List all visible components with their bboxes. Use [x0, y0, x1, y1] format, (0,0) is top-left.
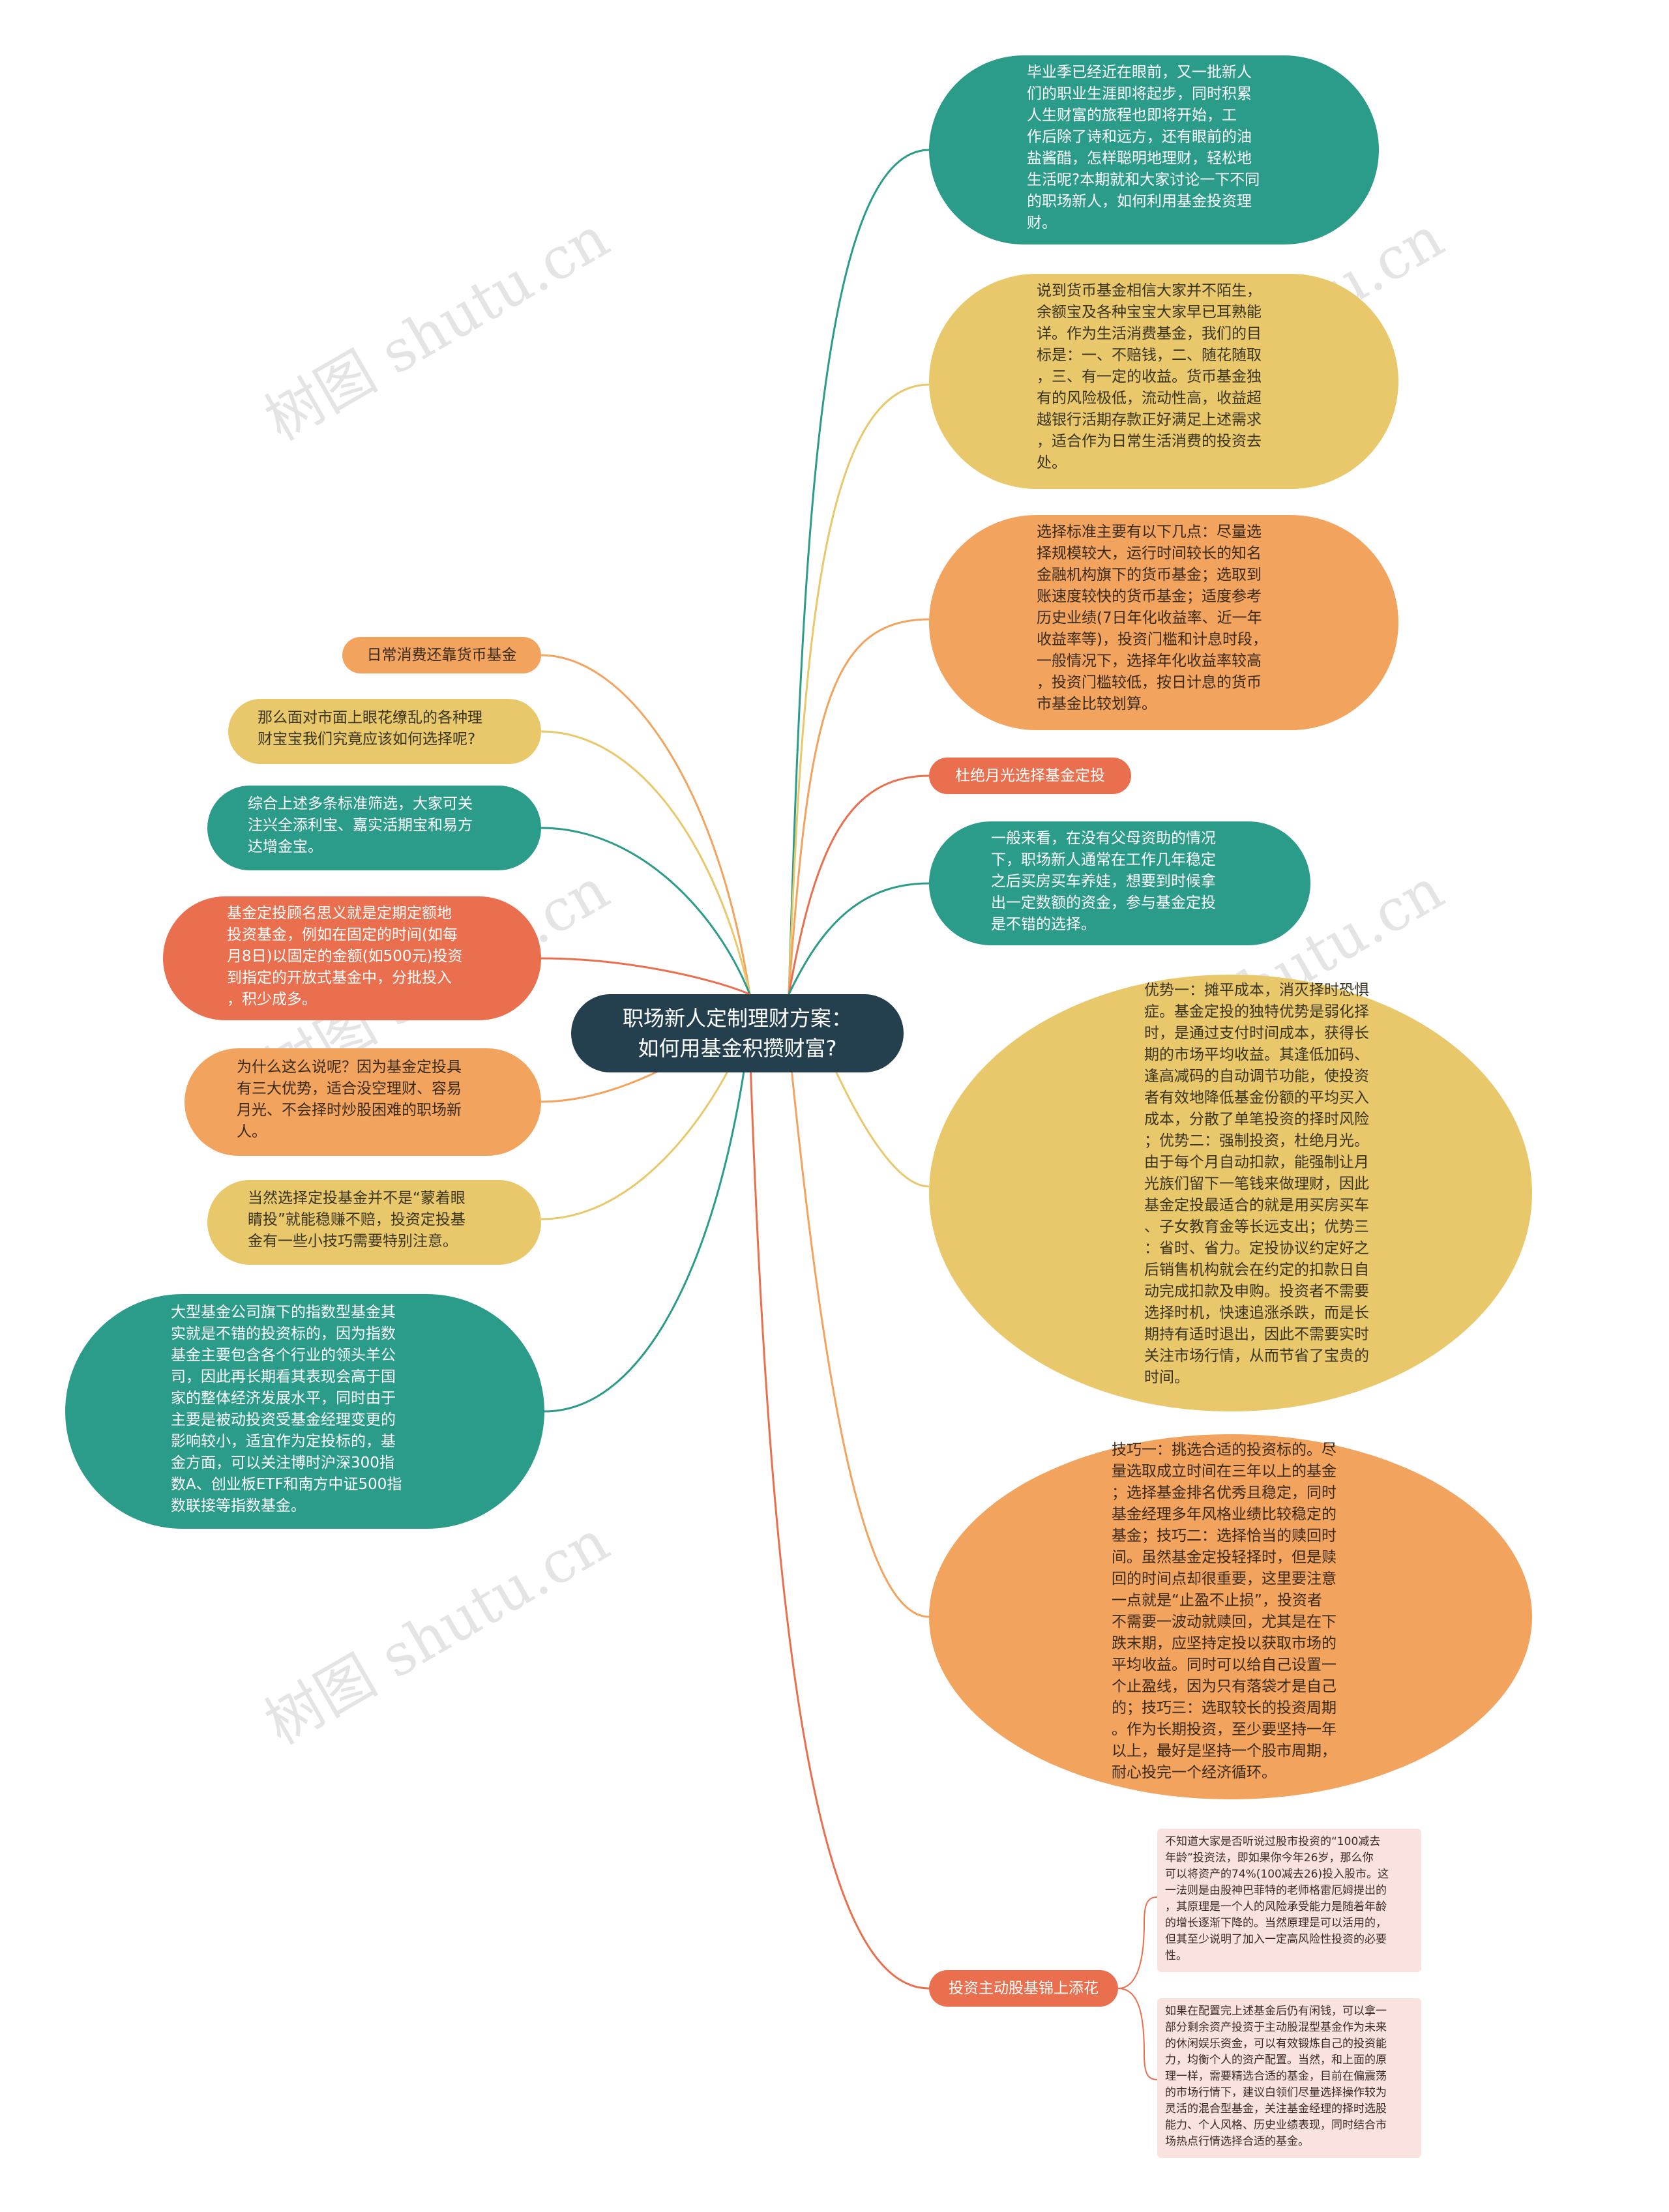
topic-index-funds[interactable]: 大型基金公司旗下的指数型基金其 实就是不错的投资标的，因为指数 基金主要包含各个…	[65, 1294, 544, 1529]
topic-money-fund[interactable]: 说到货币基金相信大家并不陌生， 余额宝及各种宝宝大家早已耳熟能 详。作为生活消费…	[929, 274, 1398, 489]
topic-tips-text: 技巧一：挑选合适的投资标的。尽 量选取成立时间在三年以上的基金 ；选择基金排名优…	[1112, 1441, 1337, 1781]
topic-recommendations-text: 综合上述多条标准筛选，大家可关 注兴全添利宝、嘉实活期宝和易方 达增金宝。	[248, 795, 473, 855]
topic-selection-criteria-text: 选择标准主要有以下几点：尽量选 择规模较大，运行时间较长的知名 金融机构旗下的货…	[1037, 524, 1267, 713]
topic-how-to-choose-text: 那么面对市面上眼花缭乱的各种理 财宝宝我们究竟应该如何选择呢?	[258, 709, 482, 748]
edge-n1	[1117, 1896, 1158, 1989]
edge-r5	[788, 882, 930, 995]
note-100-minus-age-text: 不知道大家是否听说过股市投资的“100减去 年龄”投资法，即如果你今年26岁，那…	[1165, 1835, 1389, 1962]
topic-caution-text: 当然选择定投基金并不是“蒙着眼 睛投”就能稳赚不赔，投资定投基 金有一些小技巧需…	[248, 1190, 465, 1250]
edge-r1	[788, 149, 930, 995]
topic-why[interactable]: 为什么这么说呢？因为基金定投具 有三大优势，适合没空理财、容易 月光、不会择时炒…	[185, 1048, 541, 1156]
edge-r7	[788, 1042, 930, 1618]
note-spare-money-text: 如果在配置完上述基金后仍有闲钱，可以拿一 部分剩余资产投资于主动股混型基金作为未…	[1165, 2005, 1387, 2148]
topic-tips[interactable]: 技巧一：挑选合适的投资标的。尽 量选取成立时间在三年以上的基金 ；选择基金排名优…	[929, 1434, 1532, 1799]
edge-r2	[788, 383, 930, 995]
edge-r4	[788, 774, 930, 995]
topic-how-to-choose[interactable]: 那么面对市面上眼花缭乱的各种理 财宝宝我们究竟应该如何选择呢?	[228, 699, 541, 764]
edge-l1	[540, 654, 751, 995]
topic-index-funds-text: 大型基金公司旗下的指数型基金其 实就是不错的投资标的，因为指数 基金主要包含各个…	[171, 1304, 402, 1514]
note-spare-money[interactable]: 如果在配置完上述基金后仍有闲钱，可以拿一 部分剩余资产投资于主动股混型基金作为未…	[1157, 1998, 1421, 2158]
edge-l3	[540, 827, 751, 995]
edge-n2	[1117, 1988, 1158, 2080]
edge-l7	[544, 1029, 751, 1413]
topic-recommendations[interactable]: 综合上述多条标准筛选，大家可关 注兴全添利宝、嘉实活期宝和易方 达增金宝。	[207, 786, 541, 870]
topic-advantages[interactable]: 优势一：摊平成本，消灭择时恐惧 症。基金定投的独特优势是弱化择 时，是通过支付时…	[929, 975, 1532, 1411]
edge-r8	[748, 1042, 930, 1990]
topic-intro-text: 毕业季已经近在眼前，又一批新人 们的职业生涯即将起步，同时积累 人生财富的旅程也…	[1027, 64, 1260, 231]
note-100-minus-age[interactable]: 不知道大家是否听说过股市投资的“100减去 年龄”投资法，即如果你今年26岁，那…	[1157, 1829, 1421, 1972]
topic-fixed-investment-label: 杜绝月光选择基金定投	[955, 767, 1105, 784]
topic-selection-criteria[interactable]: 选择标准主要有以下几点：尽量选 择规模较大，运行时间较长的知名 金融机构旗下的货…	[929, 515, 1398, 730]
edge-l2	[540, 730, 751, 995]
edge-r3	[788, 618, 930, 995]
topic-why-text: 为什么这么说呢？因为基金定投具 有三大优势，适合没空理财、容易 月光、不会择时炒…	[237, 1059, 462, 1140]
topic-newcomer-plan-text: 一般来看，在没有父母资助的情况 下，职场新人通常在工作几年稳定 之后买房买车养娃…	[991, 830, 1216, 933]
topic-fixed-investment[interactable]: 杜绝月光选择基金定投	[929, 758, 1131, 794]
topic-daily-spending-label: 日常消费还靠货币基金	[366, 647, 517, 664]
root-topic-label: 职场新人定制理财方案： 如何用基金积攒财富?	[622, 1006, 852, 1061]
topic-definition-text: 基金定投顾名思义就是定期定额地 投资基金，例如在固定的时间(如每 月8日)以固定…	[227, 905, 463, 1008]
topic-active-equity[interactable]: 投资主动股基锦上添花	[929, 1970, 1118, 2007]
topic-intro[interactable]: 毕业季已经近在眼前，又一批新人 们的职业生涯即将起步，同时积累 人生财富的旅程也…	[929, 55, 1379, 244]
topic-definition[interactable]: 基金定投顾名思义就是定期定额地 投资基金，例如在固定的时间(如每 月8日)以固定…	[163, 896, 541, 1020]
topic-caution[interactable]: 当然选择定投基金并不是“蒙着眼 睛投”就能稳赚不赔，投资定投基 金有一些小技巧需…	[207, 1180, 541, 1265]
topic-money-fund-text: 说到货币基金相信大家并不陌生， 余额宝及各种宝宝大家早已耳熟能 详。作为生活消费…	[1037, 282, 1262, 471]
topic-newcomer-plan[interactable]: 一般来看，在没有父母资助的情况 下，职场新人通常在工作几年稳定 之后买房买车养娃…	[929, 821, 1310, 945]
topic-active-equity-label: 投资主动股基锦上添花	[949, 1980, 1099, 1997]
root-topic[interactable]: 职场新人定制理财方案： 如何用基金积攒财富?	[571, 994, 904, 1072]
topic-daily-spending[interactable]: 日常消费还靠货币基金	[342, 637, 541, 673]
topic-advantages-text: 优势一：摊平成本，消灭择时恐惧 症。基金定投的独特优势是弱化择 时，是通过支付时…	[1144, 982, 1369, 1386]
edge-l4	[540, 957, 750, 995]
